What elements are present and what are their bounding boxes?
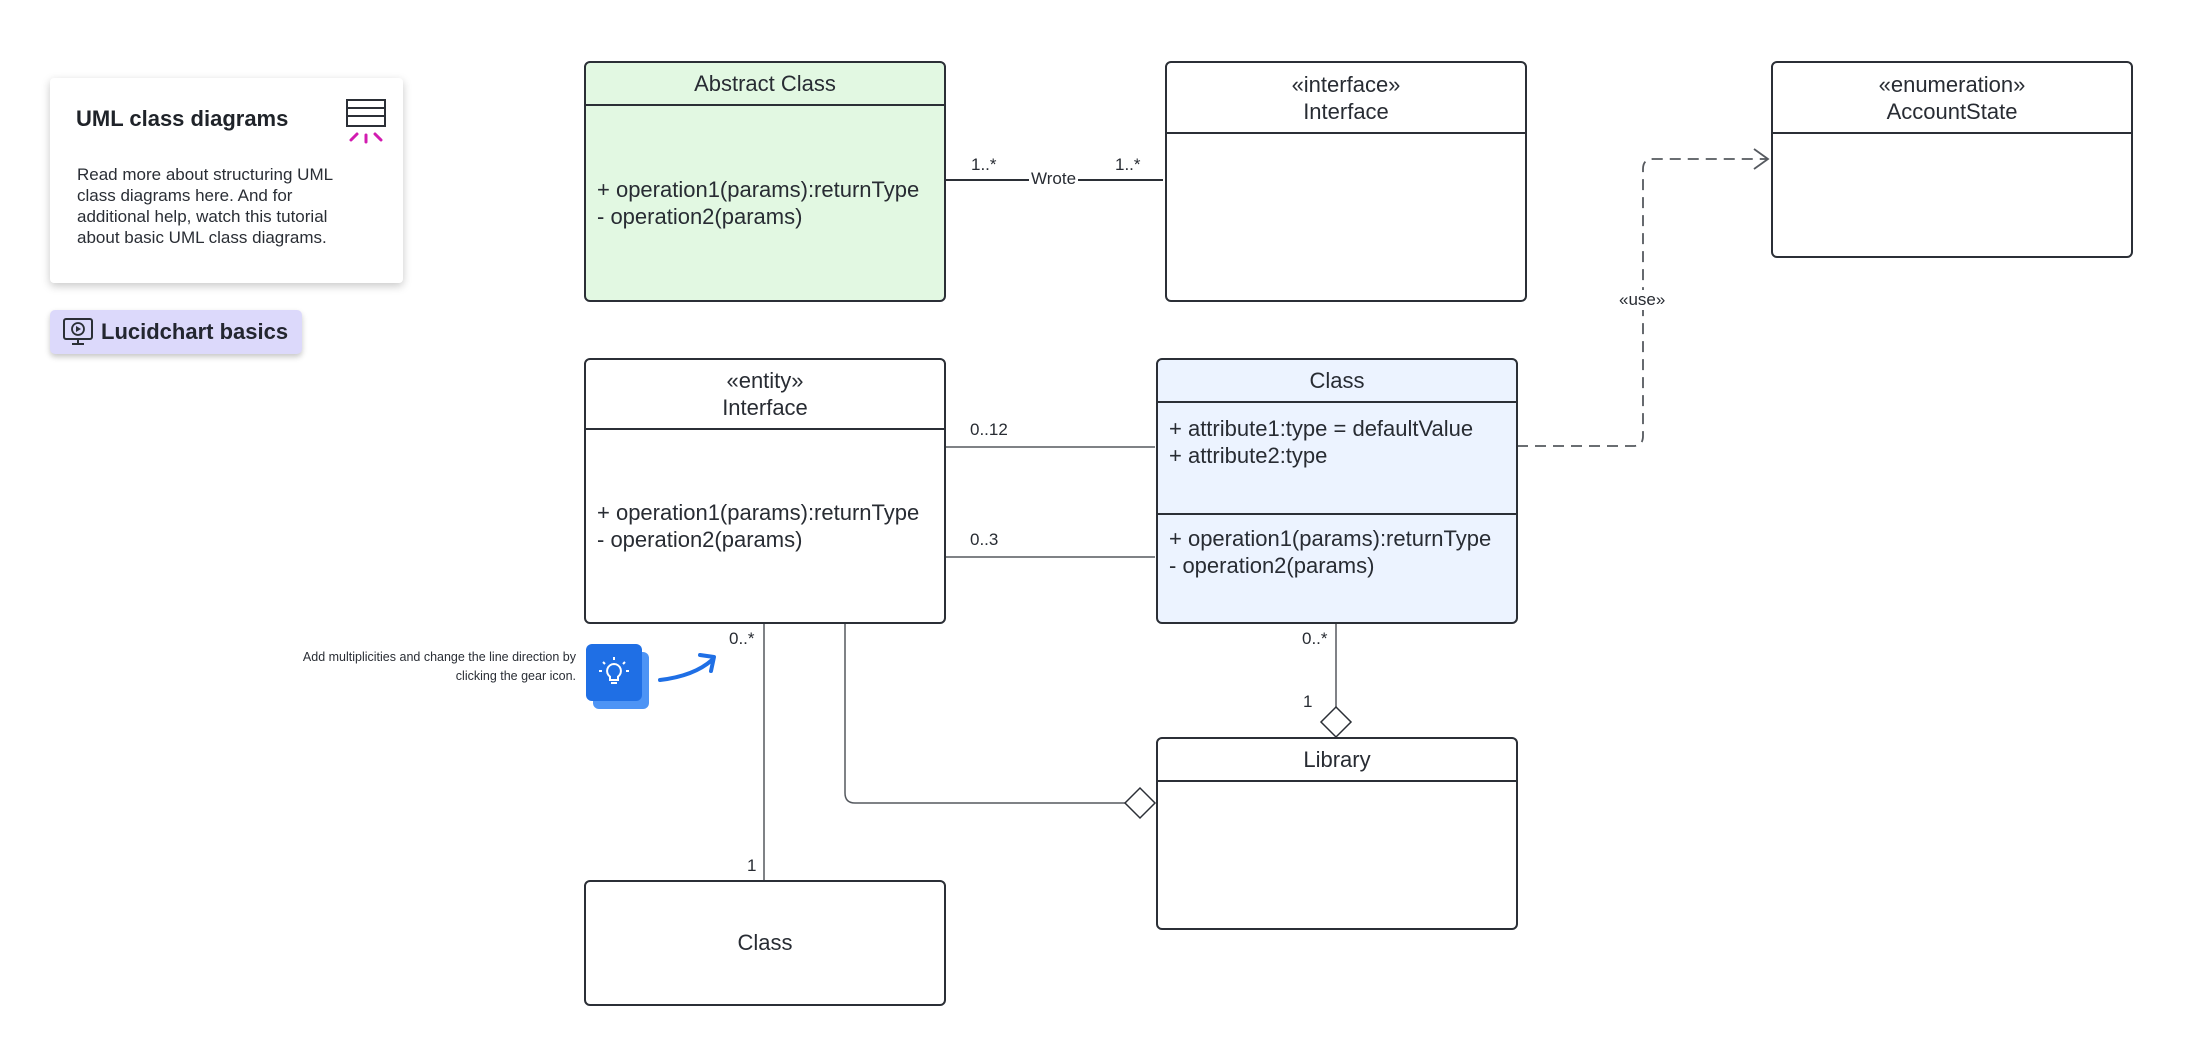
entity-operation-1: + operation1(params):returnType	[597, 500, 920, 525]
interface-stereotype: «interface»	[1291, 71, 1401, 97]
use-dependency-label: «use»	[1617, 290, 1668, 310]
class-attribute-2: + attribute2:type	[1169, 443, 1328, 468]
monitor-play-icon	[63, 318, 93, 345]
library-name: Library	[1303, 747, 1371, 772]
class-main-name: Class	[1309, 368, 1365, 393]
enumeration-stereotype: «enumeration»	[1878, 71, 2026, 97]
tip-text: Add multiplicities and change the line d…	[302, 650, 576, 683]
class-bottom-name: Class	[737, 930, 793, 955]
interface-shape[interactable]: «interface» Interface	[1165, 61, 1527, 302]
info-card-text: Read more about structuring UML class di…	[77, 165, 333, 247]
entity-stereotype: «entity»	[726, 368, 804, 393]
class-operation-2: - operation2(params)	[1169, 553, 1375, 578]
lower-association-multiplicity: 0..3	[970, 530, 999, 549]
class-shape-bottom[interactable]: Class	[584, 880, 946, 1006]
aggregation-diamond-left	[1123, 786, 1157, 820]
enumeration-shape[interactable]: «enumeration» AccountState	[1771, 61, 2133, 258]
lucidchart-basics-label: Lucidchart basics	[101, 319, 289, 344]
tip-arrow	[658, 658, 714, 682]
class-library-target-multiplicity: 1	[1303, 692, 1313, 711]
aggregation-line-library[interactable]	[844, 624, 1125, 804]
abstract-class-title: Abstract Class	[694, 71, 836, 96]
abstract-operation-1: + operation1(params):returnType	[597, 177, 920, 202]
entity-bottom-source-multiplicity: 0..*	[729, 629, 755, 648]
enumeration-name: AccountState	[1886, 98, 2018, 124]
class-attribute-1: + attribute1:type = defaultValue	[1169, 416, 1474, 441]
wrote-source-multiplicity: 1..*	[971, 155, 997, 174]
wrote-target-multiplicity: 1..*	[1115, 155, 1141, 174]
abstract-class-shape[interactable]: Abstract Class + operation1(params):retu…	[584, 61, 946, 302]
library-shape[interactable]: Library	[1156, 737, 1518, 930]
lucidchart-basics-button[interactable]: Lucidchart basics	[50, 310, 302, 354]
dependency-arrowhead	[1753, 148, 1770, 170]
info-card-title: UML class diagrams	[76, 106, 289, 131]
class-shape-main[interactable]: Class + attribute1:type = defaultValue +…	[1156, 358, 1518, 624]
lightbulb-tip	[584, 643, 654, 713]
entity-name: Interface	[722, 395, 808, 420]
entity-bottom-target-multiplicity: 1	[747, 856, 757, 875]
info-card: UML class diagrams Read more about struc…	[50, 78, 403, 283]
class-library-source-multiplicity: 0..*	[1302, 629, 1328, 648]
abstract-operation-2: - operation2(params)	[597, 204, 803, 229]
lightbulb-icon	[599, 656, 629, 684]
wrote-label: Wrote	[1029, 169, 1079, 189]
tip-arrow-head	[698, 653, 716, 673]
interface-name: Interface	[1303, 98, 1389, 124]
entity-operation-2: - operation2(params)	[597, 527, 803, 552]
aggregation-diamond-top	[1319, 705, 1353, 739]
class-diagram-icon	[346, 99, 386, 144]
entity-interface-shape[interactable]: «entity» Interface + operation1(params):…	[584, 358, 946, 624]
upper-association-multiplicity: 0..12	[970, 420, 1008, 439]
class-operation-1: + operation1(params):returnType	[1169, 526, 1492, 551]
